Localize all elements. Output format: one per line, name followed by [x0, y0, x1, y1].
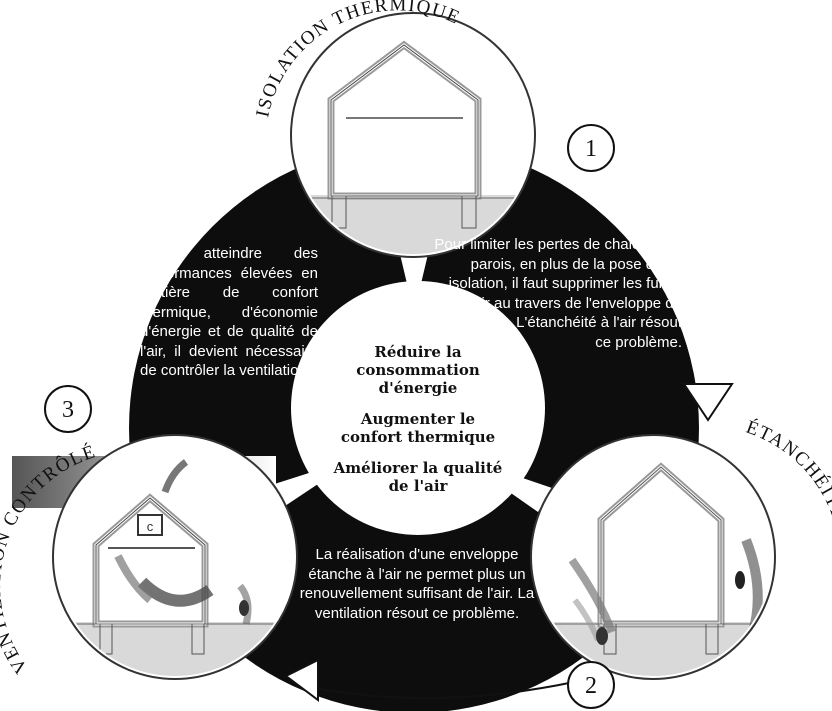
cycle-arrow-right-icon: [682, 383, 734, 422]
panel-bottom-text: La réalisation d'une enveloppe étanche à…: [299, 546, 535, 622]
step-badge-1: 1: [567, 124, 615, 172]
cycle-arrow-bottom-icon: [284, 658, 575, 702]
objective-comfort: Augmenter le confort thermique: [340, 410, 496, 446]
house-ventilation-illustration: c: [12, 434, 298, 680]
step-number-1: 1: [585, 136, 597, 162]
objective-energy: Réduire la consommation d'énergie: [356, 343, 480, 397]
objective-air-quality: Améliorer la qualité de l'air: [333, 459, 503, 495]
step-number-3: 3: [62, 397, 74, 423]
house-insulation-illustration: [290, 12, 536, 258]
step-badge-3: 3: [44, 385, 92, 433]
panel-left-text: Pour atteindre des performances élevées …: [140, 245, 318, 379]
center-objectives: Réduire la consommation d'énergie Augmen…: [328, 343, 508, 508]
svg-text:c: c: [147, 519, 154, 534]
panel-right-text: Pour limiter les pertes de chaleur des p…: [434, 236, 682, 351]
house-airtightness-illustration: [530, 434, 776, 680]
center-disc: [291, 281, 545, 535]
step-badge-2: 2: [567, 661, 615, 709]
step-number-2: 2: [585, 673, 597, 699]
